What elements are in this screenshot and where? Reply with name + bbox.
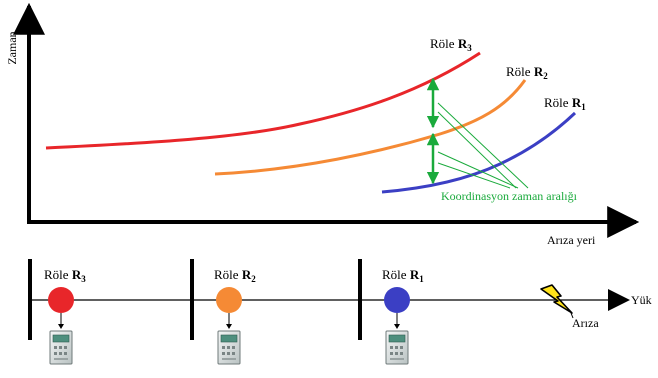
protection-relay-device-icon: [217, 330, 241, 365]
circuit-breaker-r1: [384, 287, 410, 313]
fault-pointer: [570, 312, 574, 319]
relay-link-arrow: [226, 324, 232, 329]
coordination-leader-line: [437, 111, 517, 189]
relay-label-r2: Röle R2: [214, 267, 256, 284]
coordination-leader-line: [437, 151, 519, 189]
relay-label-r3: Röle R3: [44, 267, 86, 284]
lightning-bolt-icon: [540, 284, 573, 314]
coordination-leader-line: [437, 102, 529, 189]
x-axis-label: Arıza yeri: [547, 233, 596, 247]
curve-label-r3: Röle R3: [430, 36, 472, 53]
y-axis-label: Zaman: [5, 31, 19, 64]
coordination-leader-line: [437, 162, 511, 189]
fault-label: Arıza: [572, 316, 599, 330]
curve-relay-r1: [381, 111, 577, 194]
relay-label-r1: Röle R1: [382, 267, 424, 284]
relay-r1: Röle R1: [382, 267, 424, 365]
curve-label-r1: Röle R1: [544, 95, 586, 112]
load-arrow-icon: [608, 289, 630, 311]
protection-relay-device-icon: [385, 330, 409, 365]
protection-relay-device-icon: [49, 330, 73, 365]
relay-link-arrow: [58, 324, 64, 329]
relay-r2: Röle R2: [214, 267, 256, 365]
circuit-breaker-r3: [48, 287, 74, 313]
single-line-diagram: Yük Röle R3 Röle R2: [28, 259, 652, 365]
curve-relay-r3: [45, 51, 481, 150]
circuit-breaker-r2: [216, 287, 242, 313]
relay-link-arrow: [394, 324, 400, 329]
coordination-interval-markers: Koordinasyon zaman aralığı: [426, 77, 578, 203]
time-distance-chart: Zaman Arıza yeri Röle R3 Röle R2 Röle R1…: [5, 2, 640, 247]
curve-label-r2: Röle R2: [506, 64, 548, 81]
relay-r3: Röle R3: [44, 267, 86, 365]
fault-marker: Arıza: [540, 284, 599, 330]
curve-relay-r2: [214, 79, 527, 176]
load-label: Yük: [631, 293, 652, 307]
coordination-label: Koordinasyon zaman aralığı: [441, 189, 578, 203]
